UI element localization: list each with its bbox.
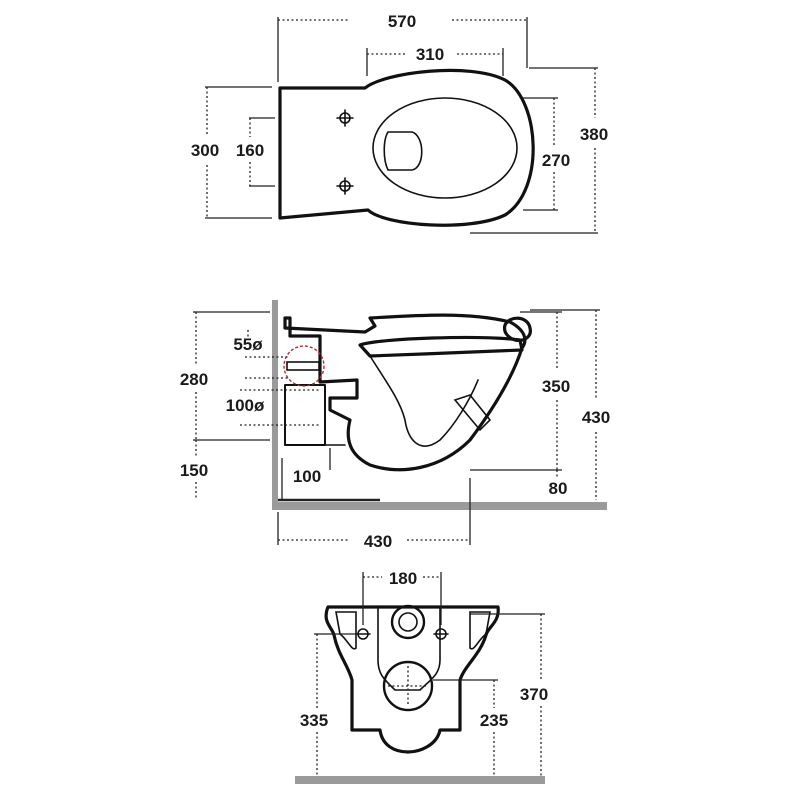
dim-570: 570 [388,12,416,31]
supply-inlet-icon [390,604,426,640]
dim-100: 100 [293,467,321,486]
side-view-seat [358,335,524,358]
dim-100-diameter: 100ø [226,396,265,415]
dim-235: 235 [480,711,508,730]
dim-150: 150 [180,461,208,480]
outlet-pipe [284,384,326,446]
dim-380: 380 [580,125,608,144]
fixing-hole-icon [355,628,371,640]
fixing-mark-icon [336,177,354,195]
dim-300: 300 [191,141,219,160]
hinge-icon [502,316,532,342]
dim-350: 350 [542,377,570,396]
front-floor [295,776,545,784]
top-view-outline [278,68,535,227]
dim-430-projection: 430 [364,532,392,551]
dim-430-height: 430 [582,408,610,427]
dim-55-diameter: 55ø [233,335,263,354]
fixing-mark-icon [336,109,354,127]
wall [272,300,278,510]
side-view: 55ø 100ø 280 150 100 350 430 80 [180,300,610,551]
dim-280: 280 [180,370,208,389]
top-view: 570 310 300 160 270 380 [191,12,608,234]
side-view-outline [283,313,527,472]
side-view-bowl-inner [369,355,479,447]
dim-160: 160 [236,141,264,160]
dim-270: 270 [542,151,570,170]
detail-circle [283,345,325,387]
supply-pipe [286,361,320,371]
fixing-hole-icon [433,628,449,640]
outlet-icon [382,660,434,712]
side-floor [272,502,607,510]
dim-335: 335 [300,711,328,730]
dim-370: 370 [520,685,548,704]
top-view-outlet [383,131,423,171]
dim-80: 80 [549,479,568,498]
dim-310: 310 [416,45,444,64]
top-view-bowl [372,97,518,199]
front-view: 180 370 235 335 [295,569,548,784]
dim-180: 180 [389,569,417,588]
